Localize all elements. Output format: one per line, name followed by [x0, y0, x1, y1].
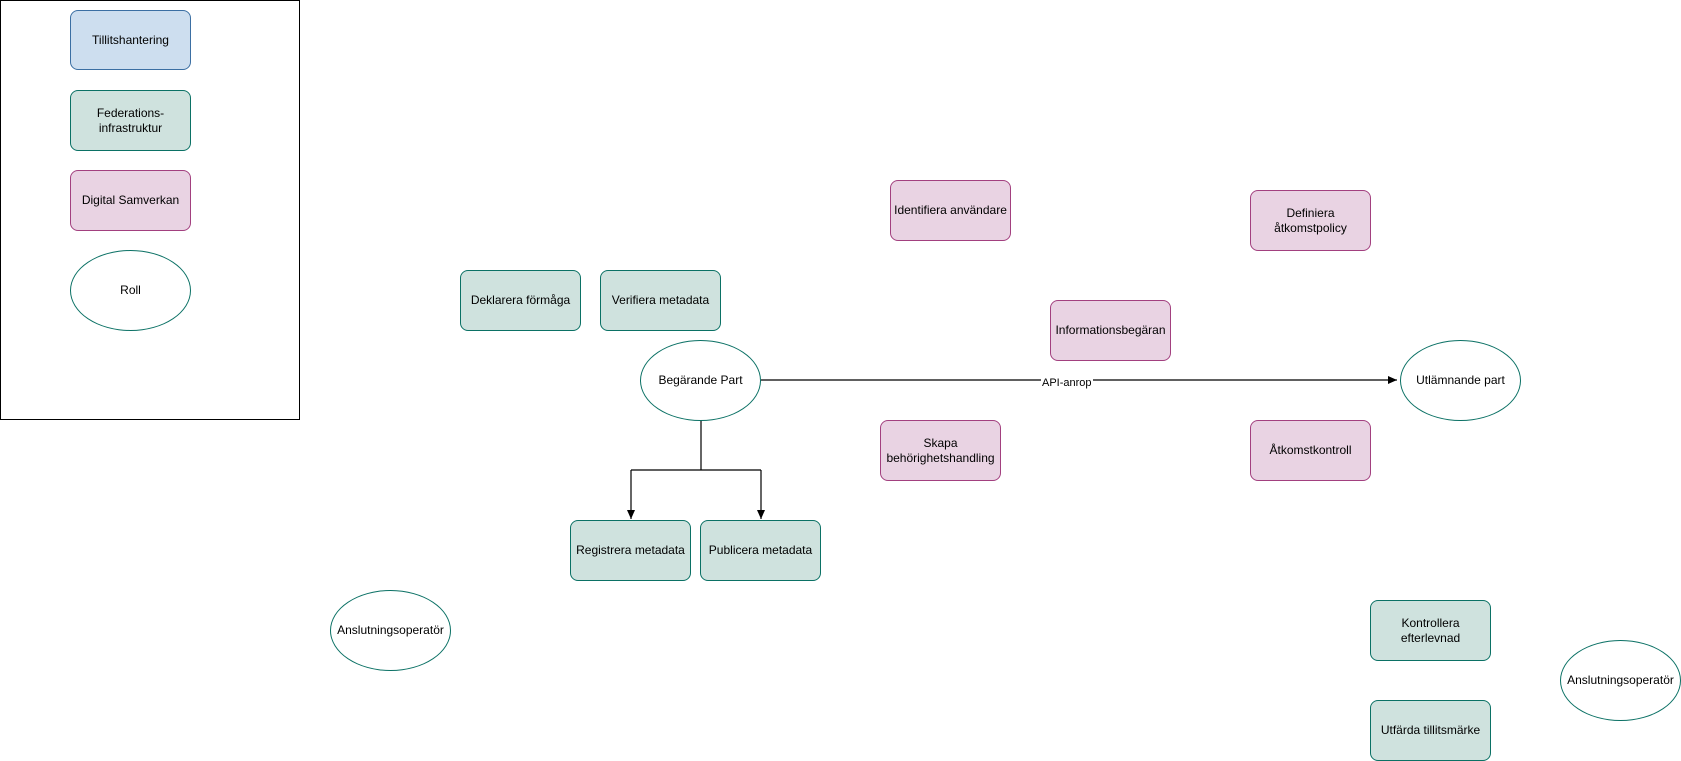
node-kontrollera-efterlevnad[interactable]: Kontrollera efterlevnad: [1370, 600, 1491, 661]
legend-box: [0, 0, 300, 420]
node-skapa-behorighetshandling[interactable]: Skapa behörighetshandling: [880, 420, 1001, 481]
node-identifiera-anvandare[interactable]: Identifiera användare: [890, 180, 1011, 241]
node-begarande-part[interactable]: Begärande Part: [640, 340, 761, 421]
node-registrera-metadata[interactable]: Registrera metadata: [570, 520, 691, 581]
node-anslutningsoperator-left[interactable]: Anslutningsoperatör: [330, 590, 451, 671]
api-call-label: API-anrop: [1041, 377, 1093, 390]
legend-digital[interactable]: Digital Samverkan: [70, 170, 191, 231]
node-informationsbegaran[interactable]: Informationsbegäran: [1050, 300, 1171, 361]
node-verifiera-metadata[interactable]: Verifiera metadata: [600, 270, 721, 331]
node-utlamnande-part[interactable]: Utlämnande part: [1400, 340, 1521, 421]
node-atkomstkontroll[interactable]: Åtkomstkontroll: [1250, 420, 1371, 481]
node-publicera-metadata[interactable]: Publicera metadata: [700, 520, 821, 581]
node-definiera-atkomstpolicy[interactable]: Definiera åtkomstpolicy: [1250, 190, 1371, 251]
legend-role[interactable]: Roll: [70, 250, 191, 331]
legend-trust[interactable]: Tillitshantering: [70, 10, 191, 70]
node-utfarda-tillitsmarke[interactable]: Utfärda tillitsmärke: [1370, 700, 1491, 761]
node-deklarera-formaga[interactable]: Deklarera förmåga: [460, 270, 581, 331]
legend-federation[interactable]: Federations- infrastruktur: [70, 90, 191, 151]
node-anslutningsoperator-right[interactable]: Anslutningsoperatör: [1560, 640, 1681, 721]
